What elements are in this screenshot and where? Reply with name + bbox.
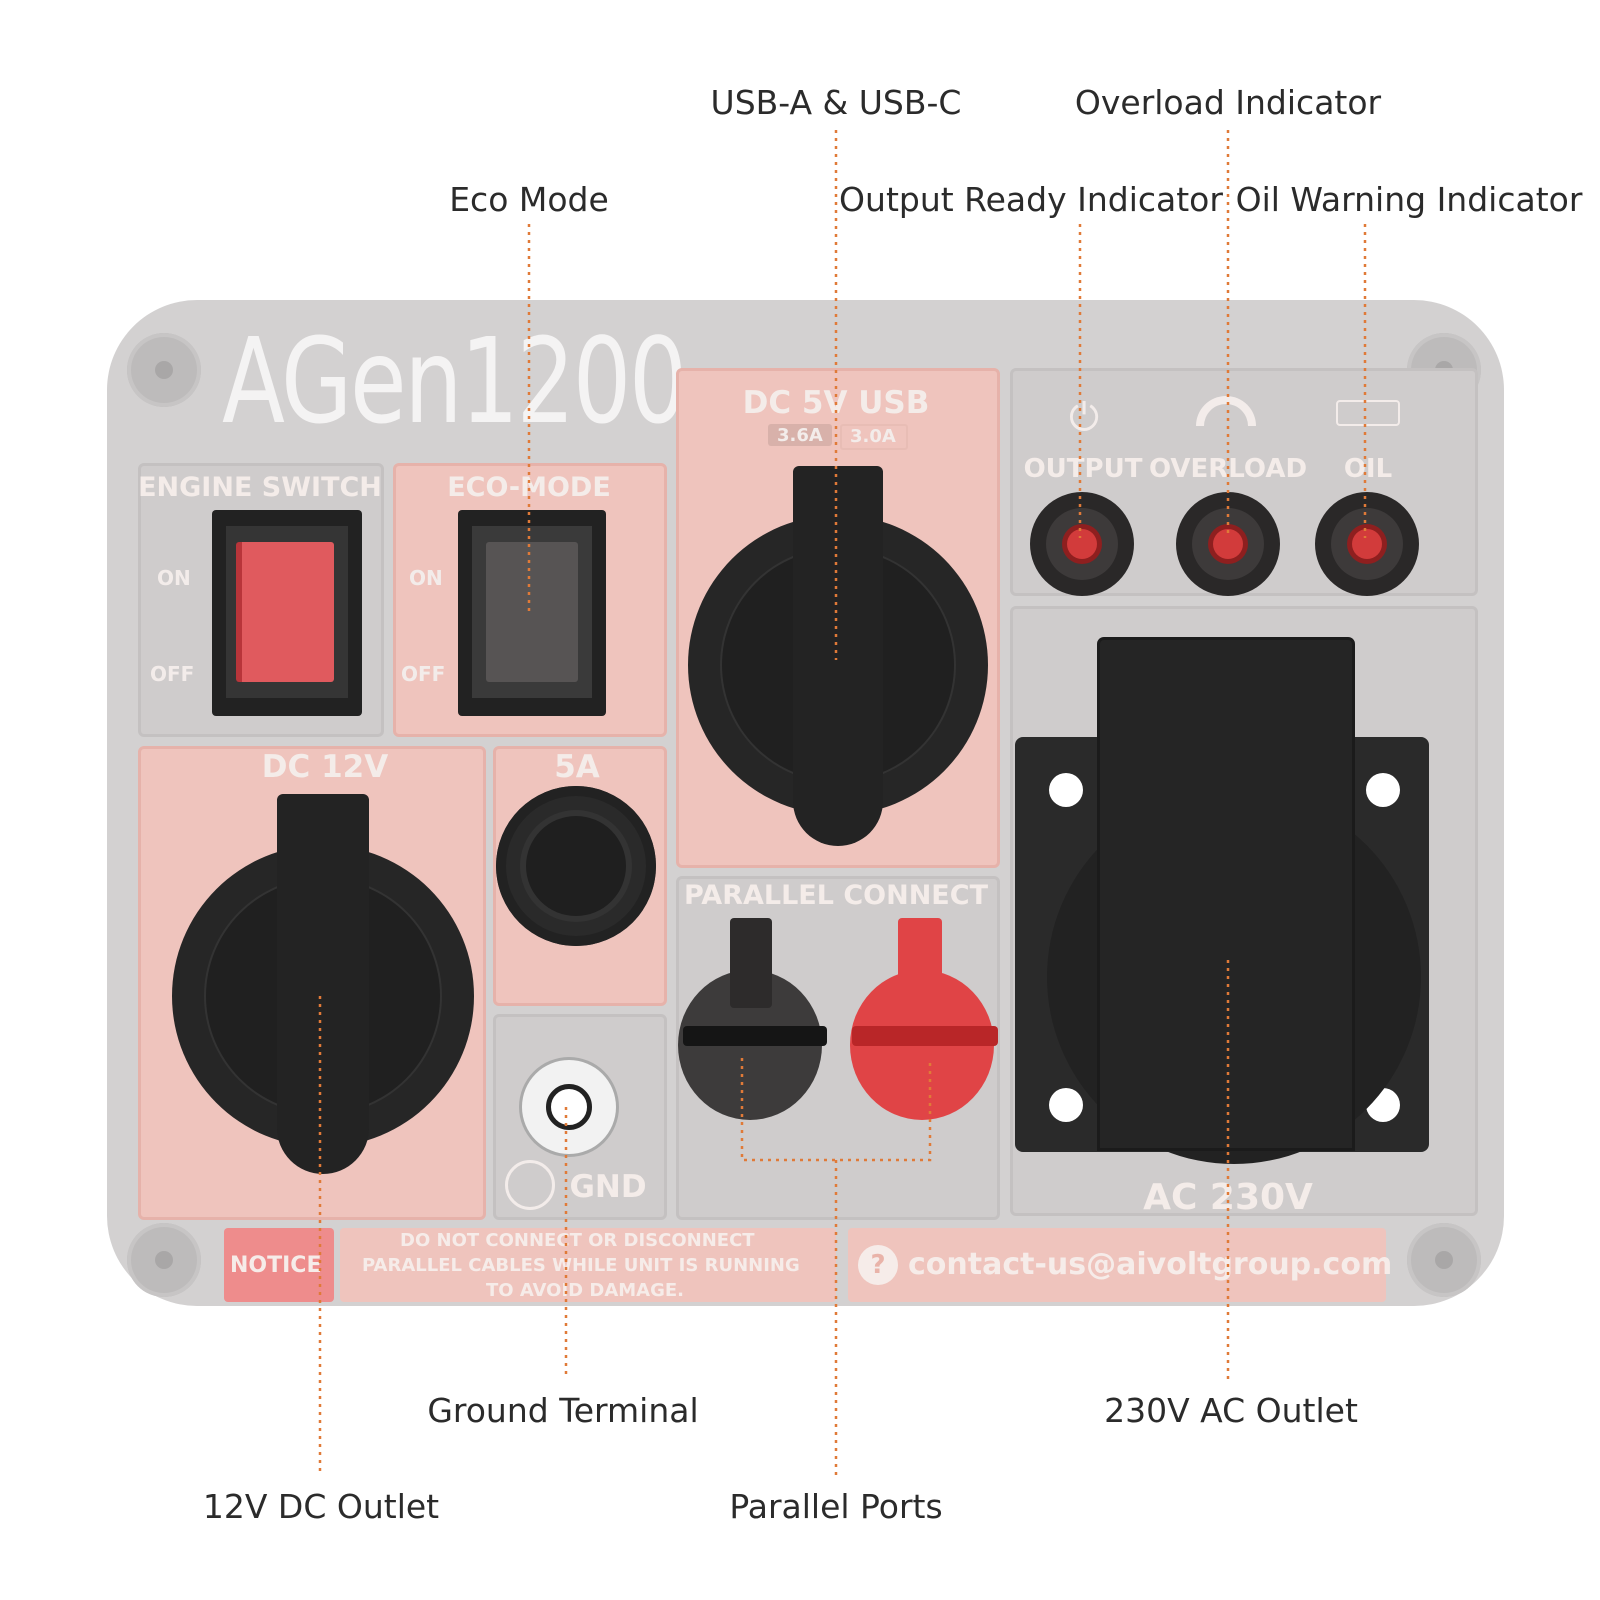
oil-label: OIL	[1343, 454, 1393, 484]
engine-off-label: OFF	[150, 662, 195, 686]
fuse-label: 5A	[554, 749, 600, 785]
eco-rocker-switch[interactable]	[486, 542, 578, 682]
output-ready-indicator-light	[1030, 492, 1134, 596]
notice-line-3: TO AVOID DAMAGE.	[486, 1280, 684, 1301]
parallel-port-red-tab	[898, 918, 942, 1008]
ground-terminal-ring	[546, 1084, 592, 1130]
parallel-port-black-tab	[730, 918, 772, 1008]
oil-warning-indicator-light	[1315, 492, 1419, 596]
notice-line-1: DO NOT CONNECT OR DISCONNECT	[400, 1230, 755, 1251]
overload-indicator-light	[1176, 492, 1280, 596]
ac-mount-hole-tl	[1049, 773, 1083, 807]
notice-line-2: PARALLEL CABLES WHILE UNIT IS RUNNING	[362, 1255, 800, 1276]
gauge-icon	[1196, 396, 1256, 426]
callout-usb: USB-A & USB-C	[710, 83, 962, 122]
callout-overload: Overload Indicator	[1074, 83, 1382, 122]
ac-label: AC 230V	[1143, 1177, 1313, 1218]
ac-outlet-lid[interactable]	[1100, 640, 1352, 1148]
usb-a-rating: 3.6A	[777, 425, 823, 446]
eco-mode-label: ECO-MODE	[447, 472, 611, 503]
callout-ground: Ground Terminal	[427, 1391, 699, 1430]
overload-label: OVERLOAD	[1148, 454, 1308, 484]
notice-badge	[224, 1228, 334, 1302]
help-icon: ?	[858, 1245, 898, 1285]
callout-ac: 230V AC Outlet	[1104, 1391, 1358, 1430]
usb-label: DC 5V USB	[742, 385, 930, 421]
oil-can-icon	[1336, 400, 1400, 426]
usb-a-rating-badge	[768, 424, 832, 446]
brand-logo: AGen1200	[222, 312, 687, 450]
callout-output-ready: Output Ready Indicator	[839, 180, 1223, 219]
callout-parallel: Parallel Ports	[729, 1487, 943, 1526]
callout-dc12: 12V DC Outlet	[202, 1487, 440, 1526]
gnd-label: GND	[569, 1169, 647, 1205]
contact-box	[848, 1228, 1386, 1302]
callout-eco: Eco Mode	[449, 180, 609, 219]
notice-text-box	[340, 1228, 836, 1302]
engine-switch-label: ENGINE SWITCH	[138, 472, 382, 503]
usb-c-rating: 3.0A	[850, 426, 896, 447]
usb-c-rating-badge	[840, 424, 908, 450]
contact-email: contact-us@aivoltgroup.com	[908, 1247, 1393, 1282]
ac-mount-hole-tr	[1366, 773, 1400, 807]
engine-on-label: ON	[157, 566, 191, 590]
plug-icon: ⏻	[1068, 395, 1100, 439]
parallel-connect-label: PARALLEL CONNECT	[684, 880, 988, 911]
eco-off-label: OFF	[401, 662, 446, 686]
dc12-label: DC 12V	[261, 749, 389, 785]
dc12-outlet-lid-tab	[277, 794, 369, 1174]
screw-bottom-left	[127, 1223, 201, 1297]
eco-on-label: ON	[409, 566, 443, 590]
notice-label: NOTICE	[230, 1253, 322, 1278]
engine-rocker-switch[interactable]	[236, 542, 334, 682]
ground-symbol-icon	[505, 1160, 555, 1210]
ac-mount-hole-bl	[1049, 1088, 1083, 1122]
parallel-port-red-cap	[852, 1026, 998, 1046]
screw-top-left	[127, 333, 201, 407]
parallel-port-black-cap	[683, 1026, 827, 1046]
usb-outlet-lid-tab	[793, 466, 883, 846]
callout-oil: Oil Warning Indicator	[1235, 180, 1583, 219]
fuse-button-center	[526, 816, 626, 916]
output-label: OUTPUT	[1023, 454, 1143, 484]
screw-bottom-right	[1407, 1223, 1481, 1297]
